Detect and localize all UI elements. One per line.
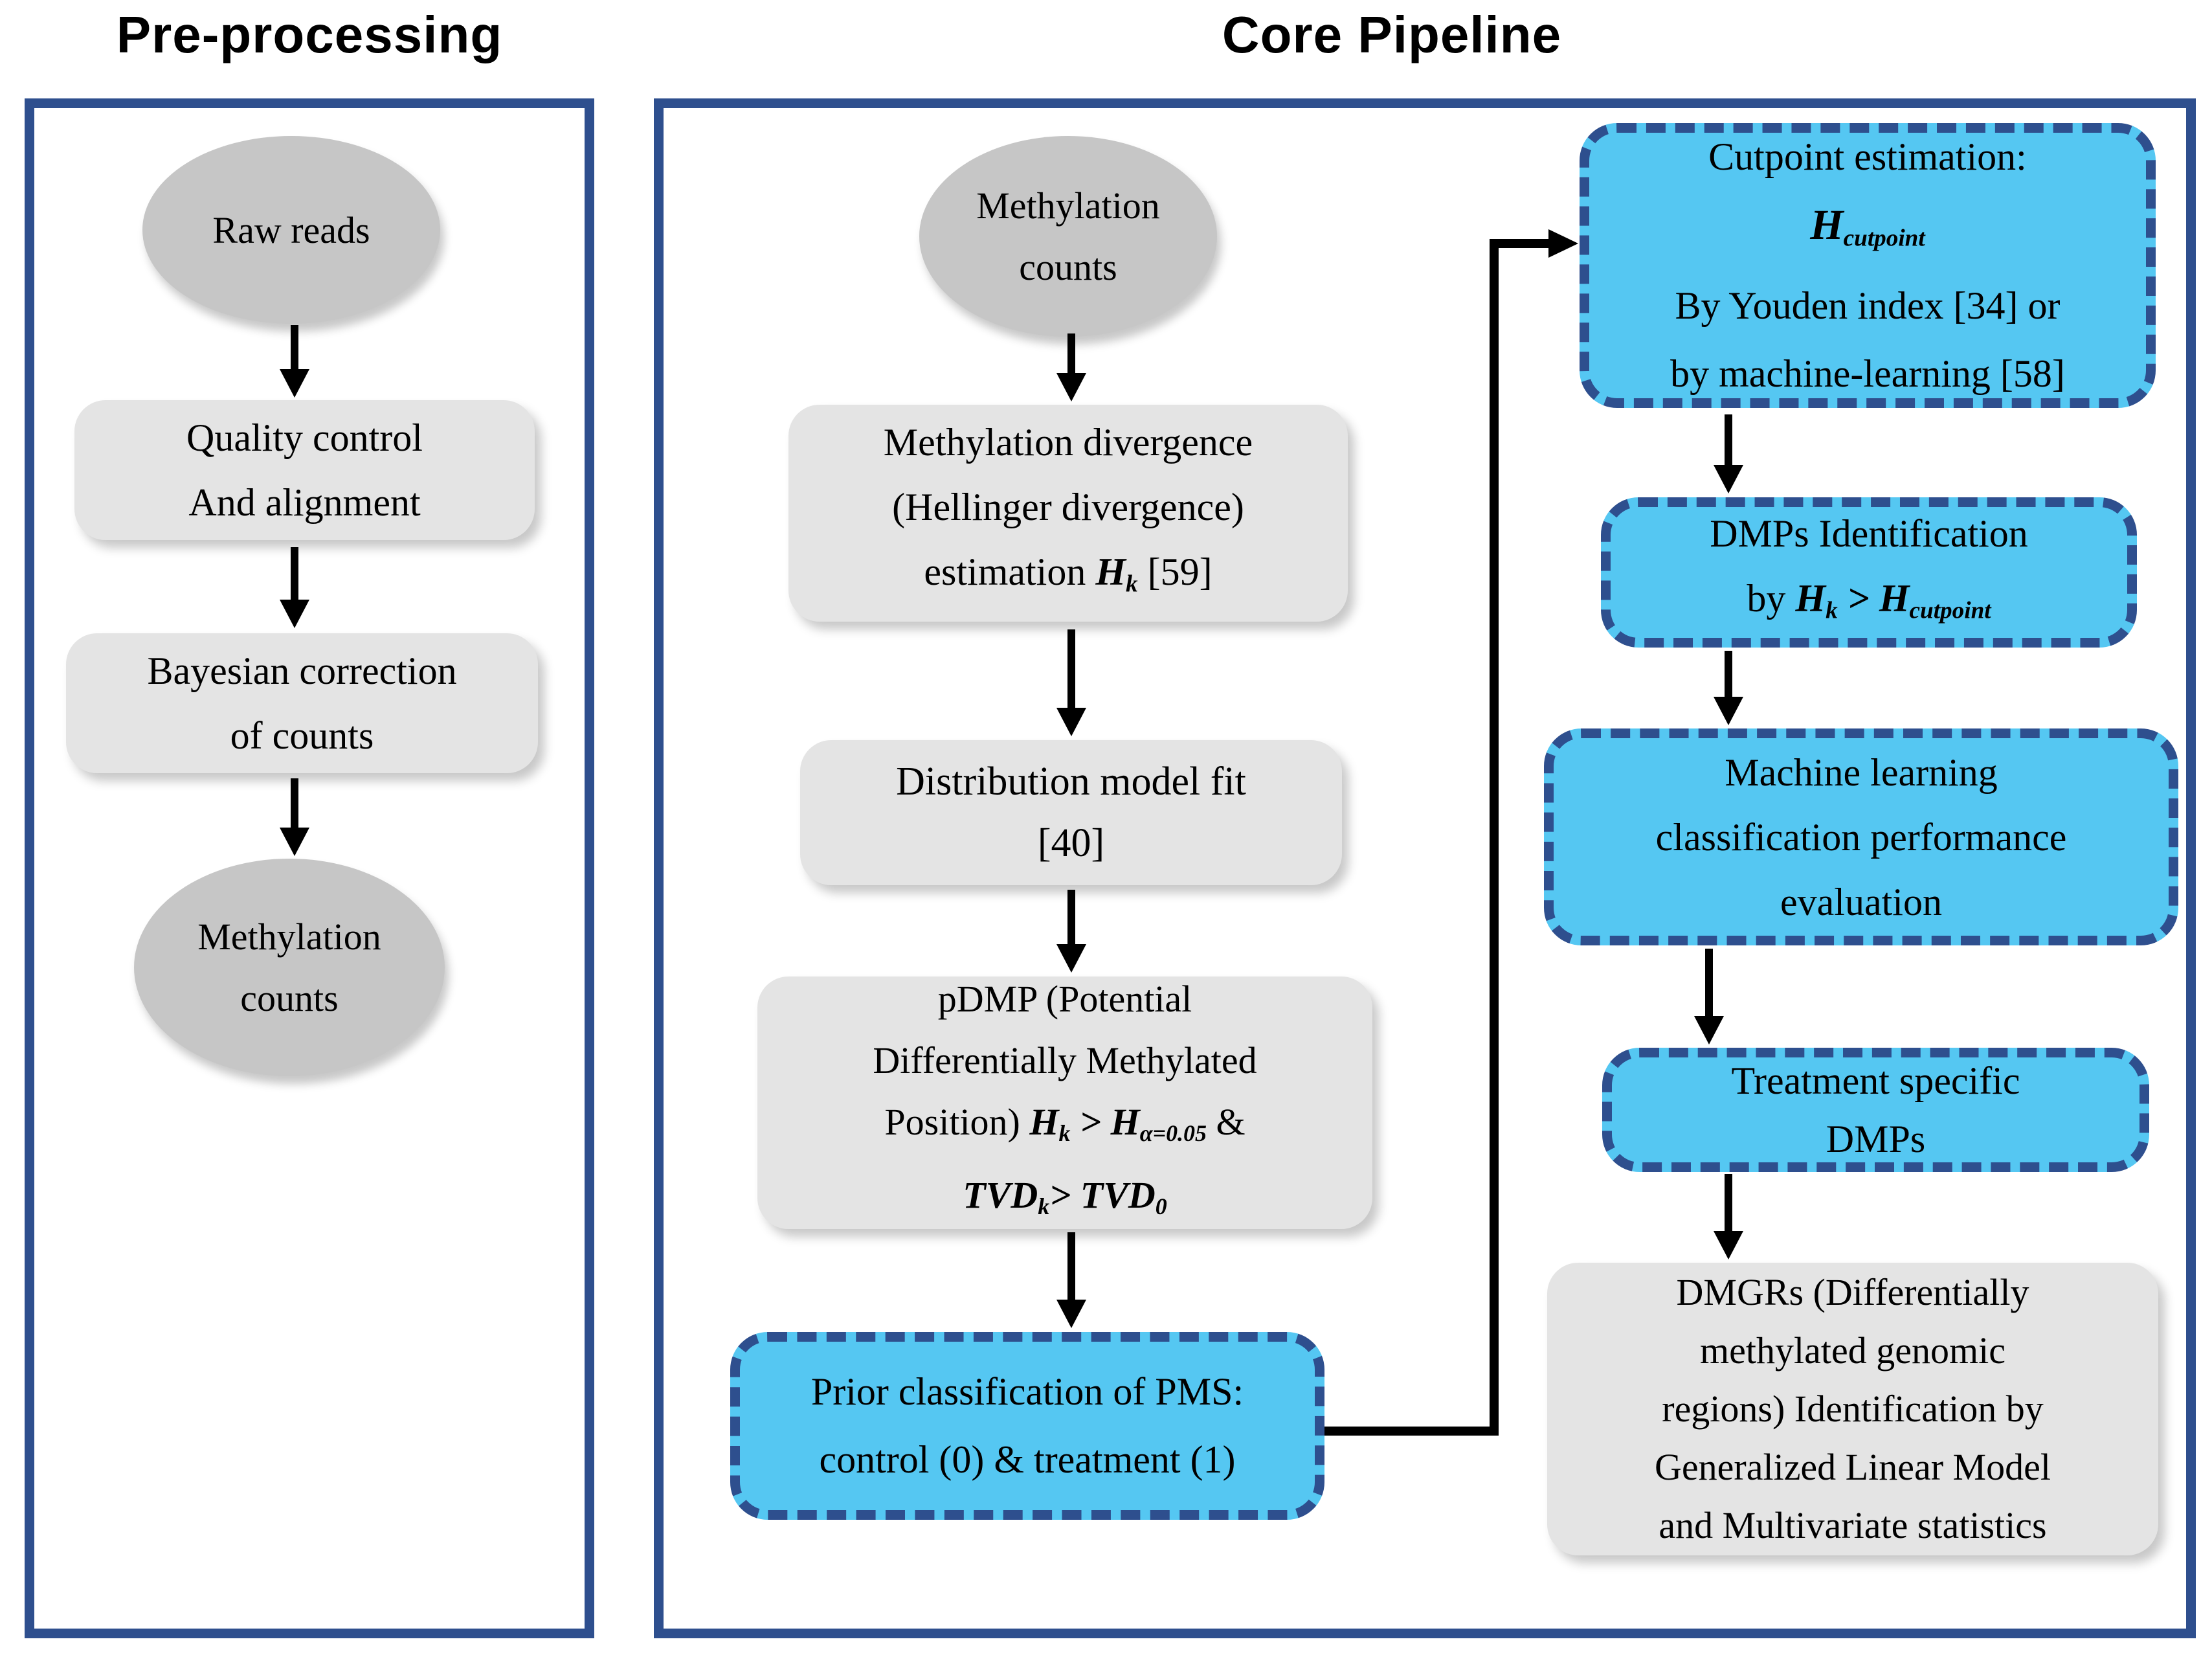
math-TVD: TVD — [1080, 1174, 1156, 1216]
divergence-line-2: (Hellinger divergence) — [892, 485, 1244, 528]
arrow-down-icon — [280, 778, 309, 856]
math-H: H — [1810, 201, 1844, 249]
divergence-estimation-text: estimation — [924, 550, 1086, 593]
bayes-line-2: of counts — [230, 714, 374, 757]
treatment-line-2: DMPs — [1826, 1118, 1926, 1160]
arrow-down-icon — [1056, 890, 1086, 973]
arrow-down-icon — [1714, 414, 1743, 493]
raw-reads-node: Raw reads — [142, 136, 440, 324]
bayes-line-1: Bayesian correction — [147, 649, 457, 692]
preprocessing-title: Pre-processing — [116, 6, 503, 63]
prior-line-2: control (0) & treatment (1) — [819, 1438, 1236, 1481]
divergence-line-1: Methylation divergence — [883, 420, 1253, 464]
math-H: H — [1110, 1100, 1140, 1143]
math-H: H — [1095, 550, 1126, 593]
dmgrs-line-4: Generalized Linear Model — [1655, 1446, 2051, 1488]
arrow-down-icon — [1056, 629, 1086, 736]
divergence-line-3: estimation Hk [59] — [924, 539, 1212, 616]
pdmp-line-3: Position) Hk > Hα=0.05 & — [884, 1091, 1245, 1164]
math-sub-k: k — [1038, 1193, 1050, 1220]
methylation-divergence-node: Methylation divergence (Hellinger diverg… — [788, 405, 1348, 622]
math-greater-than: > — [1049, 1174, 1071, 1216]
math-sub-0: 0 — [1155, 1193, 1167, 1220]
dmps-identification-node: DMPs Identification by Hk > Hcutpoint — [1601, 497, 2137, 648]
pdmp-node: pDMP (Potential Differentially Methylate… — [757, 976, 1372, 1229]
math-sub-k: k — [1126, 570, 1138, 598]
pdmp-line-4: TVDk> TVD0 — [963, 1164, 1167, 1237]
math-greater-than: > — [1847, 577, 1870, 620]
ml-line-2: classification performance — [1655, 815, 2067, 859]
arrow-down-icon — [1714, 1174, 1743, 1259]
math-TVD: TVD — [963, 1174, 1038, 1216]
distfit-line-1: Distribution model fit — [896, 760, 1246, 804]
methylation-counts-node-pre: Methylation counts — [134, 859, 445, 1076]
prior-classification-node: Prior classification of PMS: control (0)… — [730, 1332, 1324, 1520]
pre-counts-line-1: Methylation — [197, 916, 381, 958]
dmgrs-line-1: DMGRs (Differentially — [1676, 1271, 2029, 1313]
math-sub-cutpoint: cutpoint — [1909, 597, 1991, 624]
methylation-counts-node-core: Methylation counts — [919, 136, 1217, 337]
prior-line-1: Prior classification of PMS: — [810, 1370, 1244, 1413]
ml-performance-node: Machine learning classification performa… — [1544, 728, 2178, 945]
core-counts-line-2: counts — [1019, 246, 1117, 288]
arrow-down-icon — [1694, 949, 1724, 1044]
dmgrs-line-3: regions) Identification by — [1662, 1388, 2044, 1430]
math-H: H — [1795, 577, 1826, 620]
cutpoint-line-4: by machine-learning [58] — [1670, 352, 2065, 396]
reference-59: [59] — [1147, 550, 1212, 593]
cutpoint-estimation-node: Cutpoint estimation: Hcutpoint By Youden… — [1580, 123, 2156, 408]
cutpoint-line-2: Hcutpoint — [1810, 191, 1925, 272]
raw-reads-label: Raw reads — [212, 209, 370, 251]
dmps-by-text: by — [1747, 577, 1786, 620]
cutpoint-line-3: By Youden index [34] or — [1675, 284, 2061, 328]
arrow-down-icon — [1056, 1232, 1086, 1328]
cutpoint-line-1: Cutpoint estimation: — [1708, 135, 2027, 178]
core-pipeline-title: Core Pipeline — [1222, 6, 1562, 63]
dmps-line-2: by Hk > Hcutpoint — [1747, 566, 1991, 643]
math-sub-k: k — [1826, 597, 1838, 624]
qc-line-1: Quality control — [186, 416, 423, 459]
dmgrs-identification-node: DMGRs (Differentially methylated genomic… — [1547, 1263, 2158, 1555]
dmps-line-1: DMPs Identification — [1710, 512, 2028, 556]
pdmp-line-2: Differentially Methylated — [873, 1039, 1257, 1081]
distribution-model-fit-node: Distribution model fit [40] — [800, 740, 1342, 885]
math-H: H — [1029, 1100, 1059, 1143]
math-sub-alpha: α=0.05 — [1139, 1120, 1207, 1146]
arrow-down-icon — [1714, 651, 1743, 725]
pdmp-line-1: pDMP (Potential — [937, 977, 1192, 1020]
arrow-down-icon — [280, 325, 309, 398]
math-sub-cutpoint: cutpoint — [1843, 225, 1925, 252]
math-sub-k: k — [1058, 1120, 1071, 1146]
ml-line-1: Machine learning — [1725, 751, 1998, 794]
quality-control-node: Quality control And alignment — [74, 400, 535, 540]
dmgrs-line-5: and Multivariate statistics — [1659, 1504, 2047, 1546]
bayesian-correction-node: Bayesian correction of counts — [66, 633, 538, 773]
distfit-line-2: [40] — [1037, 821, 1105, 865]
elbow-connector-icon — [1324, 229, 1578, 1436]
arrow-down-icon — [280, 547, 309, 628]
treatment-line-1: Treatment specific — [1731, 1059, 2020, 1102]
pre-counts-line-2: counts — [240, 977, 339, 1019]
dmgrs-line-2: methylated genomic — [1700, 1329, 2005, 1371]
treatment-specific-dmps-node: Treatment specific DMPs — [1602, 1048, 2149, 1172]
math-H: H — [1879, 577, 1910, 620]
ampersand: & — [1216, 1100, 1246, 1143]
qc-line-2: And alignment — [188, 481, 421, 524]
pdmp-position-text: Position) — [884, 1100, 1020, 1143]
ml-line-3: evaluation — [1780, 880, 1942, 923]
math-greater-than: > — [1080, 1100, 1102, 1143]
core-counts-line-1: Methylation — [976, 185, 1160, 227]
arrow-down-icon — [1056, 333, 1086, 401]
